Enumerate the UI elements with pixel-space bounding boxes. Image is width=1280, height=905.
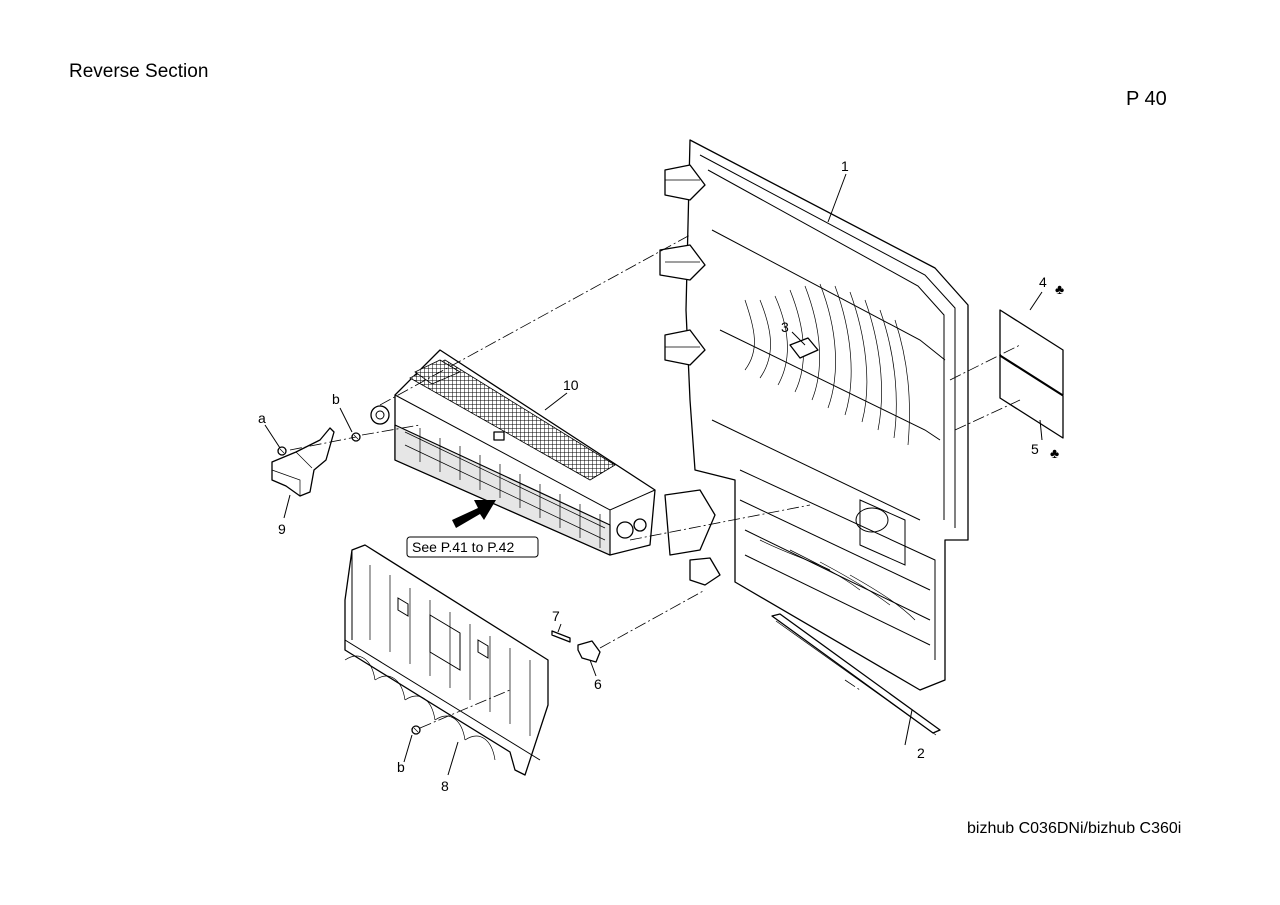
part-5-label <box>999 355 1064 439</box>
page-number: P 40 <box>1126 88 1167 110</box>
callout-b-upper: b <box>332 391 340 407</box>
part-7-pin <box>551 630 571 643</box>
leader-lines <box>264 173 1043 776</box>
callout-5: 5 <box>1031 441 1039 457</box>
part-9-bracket <box>271 427 335 497</box>
callout-3: 3 <box>781 319 789 335</box>
part-1-reverse-cover <box>659 139 969 691</box>
callout-8: 8 <box>441 778 449 794</box>
part-2-strip <box>771 613 941 736</box>
part-8-lower-guide <box>344 544 549 776</box>
part-10-reverse-unit <box>370 349 656 556</box>
assembly-lines <box>289 234 1021 729</box>
direction-arrow-icon <box>452 500 496 528</box>
callout-9: 9 <box>278 521 286 537</box>
screw-b-lower <box>411 725 421 735</box>
club-mark-4: ♣ <box>1055 281 1064 297</box>
callout-4: 4 <box>1039 274 1047 290</box>
cross-reference-label: See P.41 to P.42 <box>412 539 514 555</box>
screw-a <box>277 446 287 456</box>
callout-6: 6 <box>594 676 602 692</box>
model-footer: bizhub C036DNi/bizhub C360i <box>967 820 1182 837</box>
callout-10: 10 <box>563 377 579 393</box>
club-mark-5: ♣ <box>1050 445 1059 461</box>
cross-reference[interactable]: See P.41 to P.42 <box>406 536 539 558</box>
page-title: Reverse Section <box>69 61 209 82</box>
callout-1: 1 <box>841 158 849 174</box>
callout-b-lower: b <box>397 759 405 775</box>
callout-a: a <box>258 410 266 426</box>
callout-7: 7 <box>552 608 560 624</box>
part-4-label <box>999 309 1064 396</box>
callout-2: 2 <box>917 745 925 761</box>
part-6-stopper <box>577 640 601 663</box>
